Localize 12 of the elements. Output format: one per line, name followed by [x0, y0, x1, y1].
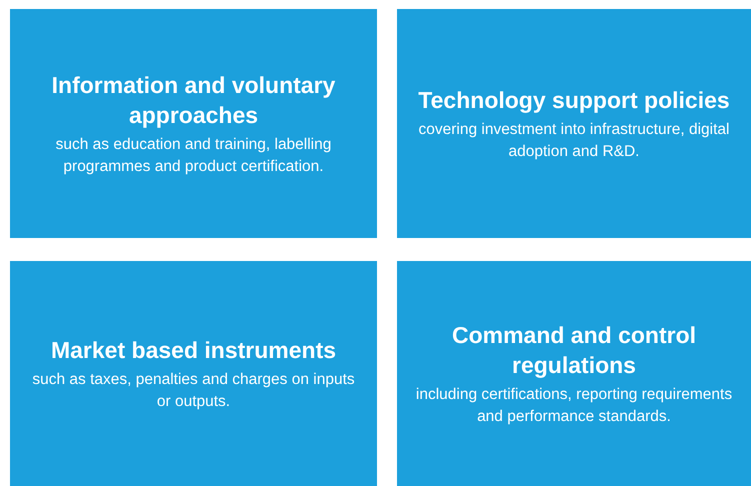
box-heading: Technology support policies [418, 86, 730, 114]
category-box [397, 261, 751, 486]
box-description: covering investment into infrastructure, digital adoption and R&D. [417, 120, 730, 162]
box-description: including certifications, reporting requirements and performance standards. [414, 384, 734, 426]
category-box [10, 261, 377, 486]
category-box [10, 9, 377, 238]
box-description: such as taxes, penalties and charges on inputs or outputs. [31, 370, 356, 412]
box-heading: Command and control regulations [450, 320, 698, 380]
box-heading: Market based instruments [50, 336, 336, 364]
category-box [397, 9, 751, 238]
box-heading: Information and voluntary approaches [50, 70, 336, 130]
box-description: such as education and training, labelling programmes and product certification. [54, 134, 332, 176]
